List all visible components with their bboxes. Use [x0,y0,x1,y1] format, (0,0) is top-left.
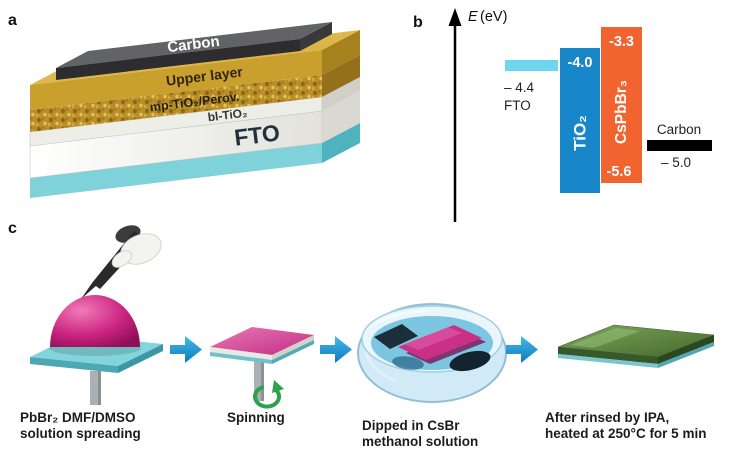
step1-caption-line2: solution spreading [20,426,141,441]
coated-plate-side [272,335,314,360]
dipped-substrate-sheen [404,327,462,350]
panel-c-label: c [8,220,17,237]
fto-level-name: FTO [504,98,531,113]
cspbbr3-vb-value: -5.6 [607,164,632,180]
tio2-cb-value: -4.0 [568,55,593,71]
fto-level-value: – 4.4 [504,80,535,95]
cspbbr3-band-bar [601,27,642,183]
layer-label-carbon: Carbon [166,33,220,56]
dark-patch-right [449,350,491,372]
step1-caption-line1: PbBr₂ DMF/DMSO [20,410,136,425]
spin-arrow-head [272,380,284,393]
upper-layer-side [322,30,360,75]
process-arrow-2-icon [320,336,352,363]
step-dipping-illustration [357,303,507,403]
glass-layer-side [322,123,360,163]
spin-arrow-icon [253,385,281,409]
substrate-plate-side [118,344,163,373]
axis-symbol: E [468,9,478,25]
step3-caption-line1: Dipped in CsBr [362,418,460,433]
coated-plate-front [210,347,272,360]
layer-label-bl-tio2: bl-TiO₂ [207,106,248,125]
step3-caption-line2: methanol solution [362,434,478,449]
spin-stand-shade [261,357,264,401]
film-glass-side [658,342,714,368]
energy-axis-arrow-icon [448,8,462,26]
green-film-front [558,347,658,364]
fto-level-bar [505,60,558,71]
panel-b-label: b [413,14,423,31]
coated-plate-front-glass [210,352,272,364]
panel-c-process-flow: PbBr₂ DMF/DMSO solution spreading Spinni… [20,225,715,449]
process-arrow-1-icon [170,336,202,363]
glass-layer-front [30,143,322,198]
glass-highlight-left [364,352,397,383]
carbon-level-bar [647,140,712,151]
green-film-side [658,335,714,364]
cspbbr3-name: CsPbBr₃ [613,80,630,144]
coated-plate-side-glass [272,340,314,364]
process-arrow-3-icon [506,336,538,363]
sample-stand [90,371,101,405]
tio2-name: TiO₂ [571,115,590,151]
upper-layer-front [30,50,322,110]
step2-caption-line1: Spinning [227,410,285,425]
panel-a-device-schematic: Carbon Upper layer mp-TiO₂/Perov. bl-TiO… [29,22,360,198]
panel-a-label: a [8,12,17,29]
carbon-layer-side [300,22,332,51]
glove-thumb [111,250,133,268]
film-glass-front [558,354,658,368]
spin-stand [254,357,264,401]
panel-b-energy-diagram: E (eV) – 4.4 FTO -4.0 TiO₂ -3.3 CsPbBr₃ … [448,8,712,222]
mp-tio2-layer-front [30,75,322,132]
solution-dome [50,295,140,347]
step-annealed-film-illustration [557,324,715,368]
fto-layer-side [322,91,360,143]
pipette-tip [81,283,97,299]
mp-tio2-layer-side [322,55,360,97]
green-film-sheen [570,328,640,348]
step-spinning-illustration [210,327,314,409]
step-spreading-illustration [30,225,163,405]
carbon-level-name: Carbon [657,122,701,137]
dark-patch-left [374,324,418,349]
carbon-level-value: – 5.0 [661,155,691,170]
substrate-plate-front [30,357,118,373]
axis-unit: (eV) [480,9,507,25]
bl-tio2-layer-side [322,77,360,111]
step4-caption-line2: heated at 250°C for 5 min [545,426,706,441]
cspbbr3-cb-value: -3.3 [609,34,634,50]
dipped-substrate [398,325,482,360]
coated-plate-top [210,327,314,355]
sample-stand-shade [98,371,101,405]
carbon-layer-front [56,39,300,80]
step4-caption-line1: After rinsed by IPA, [545,410,669,425]
glass-highlight-top [375,309,431,325]
layer-label-fto: FTO [233,119,281,150]
device-stack [29,22,360,198]
carbon-layer-top [56,22,332,68]
liquid-swirl [392,356,424,370]
tio2-band-bar [560,48,600,193]
